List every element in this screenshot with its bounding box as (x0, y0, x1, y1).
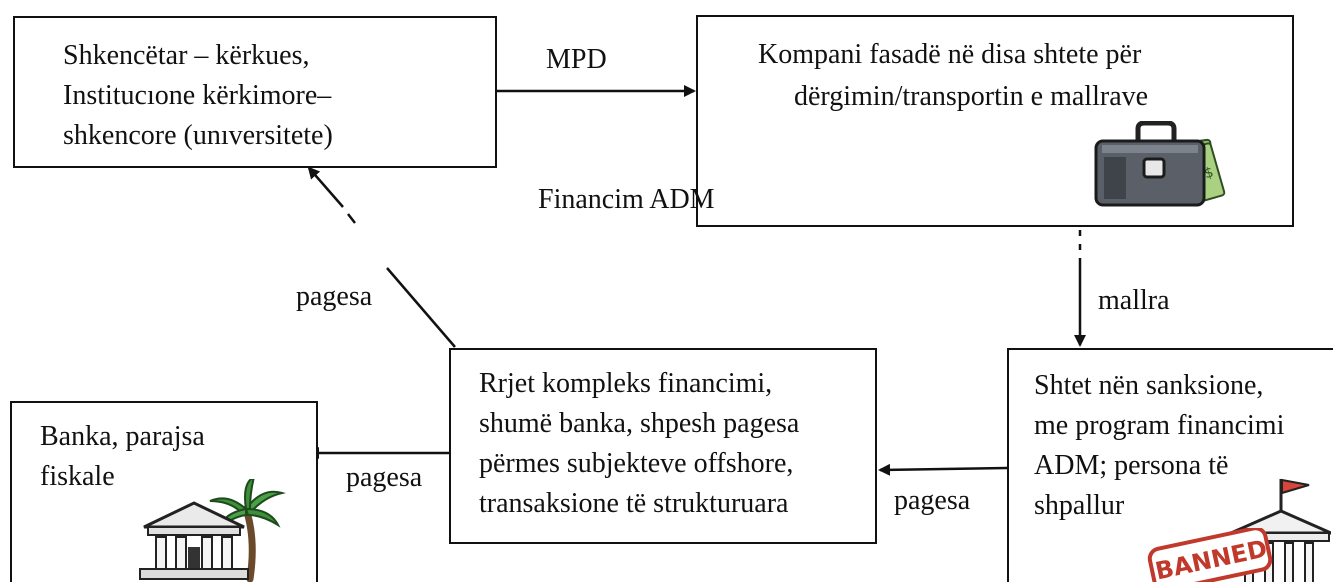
edge-label-financim-adm: Financim ADM (538, 184, 715, 215)
node-sanctioned-states-line-2: me program financimi (1034, 410, 1285, 441)
banned-stamp: BANNED (1147, 528, 1273, 582)
node-banks-line-2: fiskale (40, 461, 115, 492)
node-researchers-line-3: shkencore (unıversitete) (63, 120, 333, 151)
arrow-pagesa-network-researchers-upper (307, 166, 344, 208)
node-financing-network-line-3: përmes subjekteve offshore, (479, 448, 794, 479)
edge-label-mallra: mallra (1098, 285, 1170, 316)
arrow-pagesa-states-network (878, 463, 1008, 476)
node-sanctioned-states: Shtet nën sanksione, me program financim… (1007, 348, 1333, 582)
node-front-companies-line-2: dërgimin/transportin e mallrave (794, 81, 1149, 112)
briefcase-with-money-icon: $ (1094, 121, 1226, 207)
node-sanctioned-states-line-1: Shtet nën sanksione, (1034, 370, 1264, 401)
arrow-pagesa-network-researchers-dash (347, 213, 356, 224)
node-banks: Banka, parajsa fiskale (10, 401, 318, 582)
node-front-companies: Kompani fasadë në disa shtete për dërgim… (696, 15, 1294, 227)
edge-label-pagesa-network-banks: pagesa (346, 462, 423, 493)
node-financing-network: Rrjet kompleks financimi, shumë banka, s… (449, 348, 877, 544)
edge-label-pagesa-network-researchers: pagesa (296, 281, 373, 312)
node-financing-network-line-4: transaksione të strukturuara (479, 488, 789, 519)
node-researchers-line-1: Shkencëtar – kërkues, (63, 40, 310, 71)
svg-text:$: $ (1202, 164, 1215, 182)
node-financing-network-line-1: Rrjet kompleks financimi, (479, 368, 773, 399)
node-sanctioned-states-line-3: ADM; persona të (1034, 450, 1229, 481)
edge-label-mpd: MPD (546, 44, 607, 75)
node-researchers-line-2: Institucıone kërkimore– (63, 80, 332, 111)
edge-label-pagesa-states-network: pagesa (894, 485, 971, 516)
arrow-pagesa-network-researchers-lower (386, 267, 456, 348)
node-banks-line-1: Banka, parajsa (40, 421, 205, 452)
node-financing-network-line-2: shumë banka, shpesh pagesa (479, 408, 800, 439)
node-front-companies-line-1: Kompani fasadë në disa shtete për (758, 39, 1142, 70)
bank-with-palm-tree-icon (139, 479, 286, 582)
node-researchers: Shkencëtar – kërkues, Institucıone kërki… (13, 16, 497, 168)
node-sanctioned-states-line-4: shpallur (1034, 490, 1125, 521)
